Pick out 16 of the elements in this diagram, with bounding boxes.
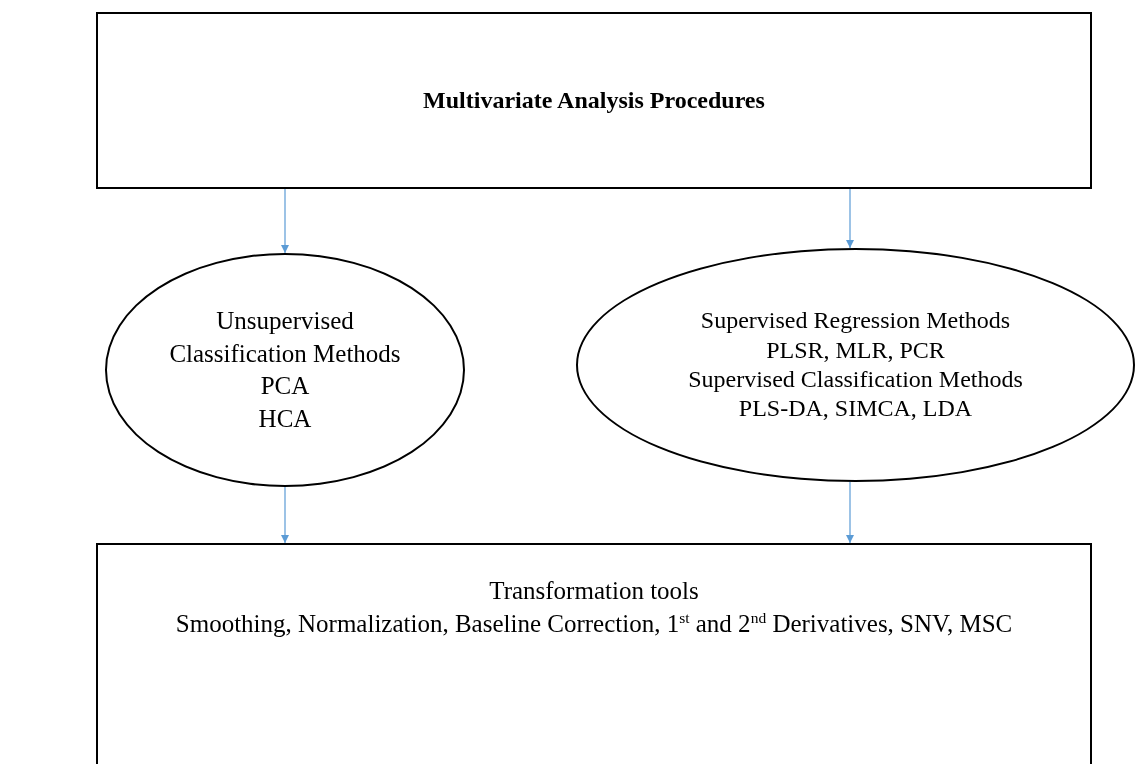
- node-text: Supervised Classification Methods: [688, 365, 1023, 394]
- node-text: Smoothing, Normalization, Baseline Correction, 1$^{st}$ and 2$^{nd}$ Derivatives, SNV, MSC: [175, 607, 1013, 639]
- node-heading: Unsupervised Classification Methods: [168, 306, 402, 369]
- process-box: [96, 12, 1092, 189]
- node-text: PLS-DA, SIMCA, LDA: [738, 394, 973, 424]
- arrow: [846, 188, 854, 249]
- arrow: [281, 188, 289, 254]
- node-text: PCA: [260, 371, 310, 401]
- arrow: [846, 481, 854, 544]
- node-heading: Transformation tools: [489, 576, 699, 606]
- node-text: HCA: [258, 403, 312, 434]
- process-box: [96, 543, 1092, 764]
- node-text: PLSR, MLR, PCR: [766, 335, 945, 365]
- node-heading: Multivariate Analysis Procedures: [423, 85, 765, 115]
- node-heading: Supervised Regression Methods: [700, 306, 1011, 336]
- arrow: [281, 486, 289, 544]
